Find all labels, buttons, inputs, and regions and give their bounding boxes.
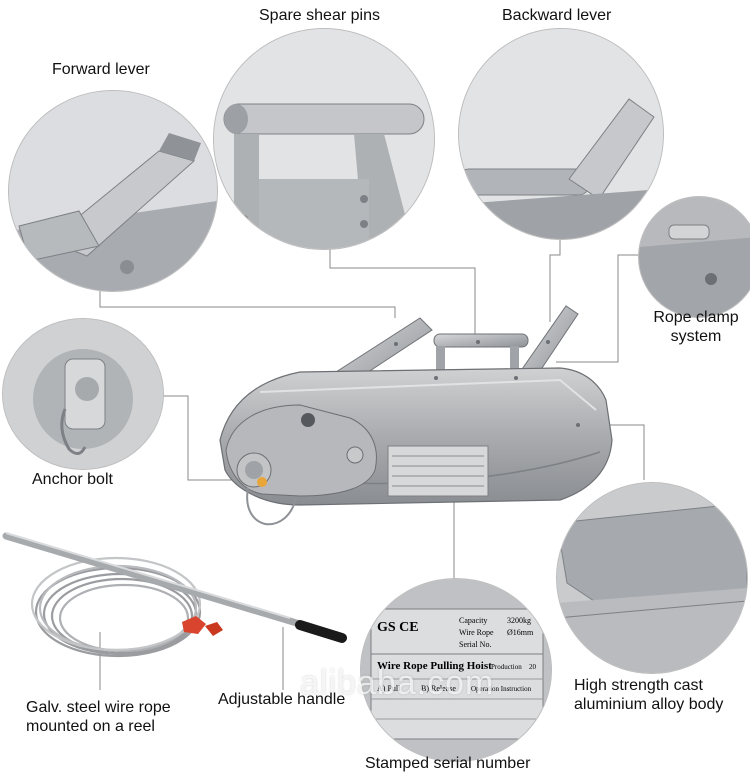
telescopic-handle (2, 532, 347, 643)
rope-clamp-closeup (639, 197, 750, 317)
plate-title: Wire Rope Pulling Hoist (377, 660, 492, 672)
plate-rope-value: Ø16mm (507, 628, 534, 637)
forward-lever-leader (99, 290, 396, 318)
plate-pull: A) Pull (377, 684, 401, 693)
label-alloy-body-line2: aluminium alloy body (574, 696, 724, 713)
anchor-bolt (236, 452, 272, 488)
detail-serial-plate: GS CE Capacity 3200kg Wire Rope Ø16mm Se… (360, 578, 552, 762)
detail-forward-lever (8, 90, 218, 292)
plate-brand: GS CE (377, 620, 419, 635)
plate-operation: Operation Instruction (471, 685, 532, 693)
detail-spare-shear-pins (213, 28, 435, 250)
label-rope-clamp: Rope clamp system (648, 308, 744, 346)
plate-capacity-label: Capacity (459, 616, 487, 625)
detail-alloy-body (556, 482, 748, 674)
detail-backward-lever (458, 28, 664, 240)
backward-lever-leader (549, 235, 561, 322)
handle-grip (295, 620, 347, 643)
backward-lever-closeup (459, 29, 663, 239)
spare-pins-closeup (214, 29, 434, 249)
plate-rope-label: Wire Rope (459, 628, 494, 637)
label-spare-shear-pins: Spare shear pins (259, 7, 380, 24)
label-backward-lever: Backward lever (502, 7, 612, 24)
spare-pins-leader (329, 245, 476, 340)
pin-chain (246, 487, 297, 526)
rope-hook (182, 616, 223, 636)
plate-serial-label: Serial No. (459, 640, 491, 649)
carry-handle (433, 333, 529, 376)
serial-plate-closeup: GS CE Capacity 3200kg Wire Rope Ø16mm Se… (361, 579, 551, 761)
plate-capacity-value: 3200kg (507, 616, 531, 625)
label-adjustable-handle: Adjustable handle (218, 691, 346, 708)
label-anchor-bolt: Anchor bolt (32, 471, 113, 488)
label-alloy-body-line1: High strength cast (574, 677, 703, 694)
nameplate-small (387, 445, 489, 497)
label-forward-lever: Forward lever (52, 61, 150, 78)
label-wire-rope-line2: mounted on a reel (26, 718, 155, 735)
label-rope-clamp-line2: system (670, 328, 722, 345)
label-serial-number: Stamped serial number (365, 755, 531, 772)
label-wire-rope: Galv. steel wire rope mounted on a reel (26, 698, 171, 736)
plate-production-value: 20 (529, 663, 537, 671)
plate-release: B) Release (421, 684, 456, 693)
rope-clamp-leader (556, 254, 638, 363)
label-alloy-body: High strength cast aluminium alloy body (574, 676, 723, 714)
label-rope-clamp-line1: Rope clamp (653, 309, 739, 326)
plate-production-label: Production (491, 663, 522, 671)
forward-lever-closeup (9, 91, 217, 291)
label-wire-rope-line1: Galv. steel wire rope (26, 699, 171, 716)
anchor-bolt-leader (160, 395, 260, 481)
detail-rope-clamp (638, 196, 750, 318)
anchor-bolt-closeup (3, 319, 163, 469)
detail-anchor-bolt (2, 318, 164, 470)
alloy-body-closeup (557, 483, 747, 673)
watermark: alibaba.com (300, 664, 495, 702)
